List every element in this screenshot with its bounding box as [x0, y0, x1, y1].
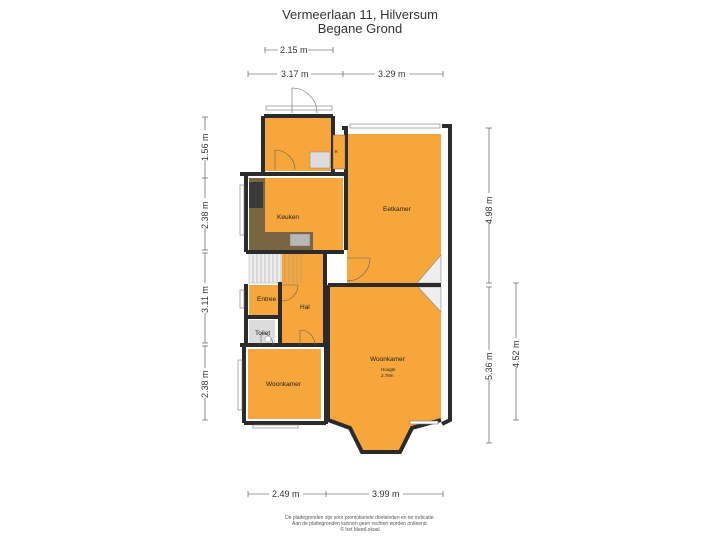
berging-appliance: [309, 151, 331, 169]
toilet-bowl: [264, 335, 272, 343]
kast: [332, 134, 346, 170]
doors: [260, 87, 371, 346]
room-label-keuken: Keuken: [277, 214, 299, 221]
room-label-entree: Entree: [257, 296, 277, 303]
dim-right-3: 4.52 m: [511, 340, 521, 368]
sink: [289, 233, 311, 247]
dim-top-right: 3.29 m: [378, 69, 406, 79]
room-height-label: Hoogte: [381, 367, 396, 372]
room-label-kast: K: [335, 149, 338, 154]
windows: [237, 105, 441, 429]
dim-left-4: 2.38 m: [200, 370, 210, 398]
walls: [240, 114, 452, 454]
disclaimer-line-2: Aan de plattegronden kunnen geen rechten…: [292, 521, 428, 527]
stove: [249, 182, 263, 208]
plan-address: Vermeerlaan 11, Hilversum: [282, 7, 438, 22]
dim-bottom-right: 3.99 m: [372, 489, 400, 499]
hal-fill: [282, 253, 325, 343]
woonkamer-side-fill: [248, 349, 321, 419]
stairs: [252, 253, 302, 283]
dim-top-small: 2.15 m: [280, 45, 308, 55]
disclaimer-line-3: © het MeetLokaal: [340, 527, 380, 533]
room-label-woonkamer-side: Woonkamer: [266, 381, 302, 388]
dim-left-3: 3.11 m: [200, 286, 210, 313]
entree-fill: [249, 285, 282, 315]
room-label-toilet: Toilet: [255, 330, 270, 337]
disclaimer: De plattegronden zijn voor promotionele …: [0, 515, 720, 533]
dim-top-left: 3.17 m: [281, 69, 309, 79]
woonkamer-main-fill: [328, 287, 441, 452]
room-label-hal: Hal: [300, 304, 310, 311]
disclaimer-line-1: De plattegronden zijn voor promotionele …: [285, 515, 435, 521]
dim-left-2: 2.38 m: [200, 201, 210, 229]
room-height-value: 2.76m: [381, 373, 394, 378]
plan-floor-name: Begane Grond: [317, 21, 403, 36]
dim-right-1: 4.98 m: [484, 196, 494, 224]
room-label-eetkamer: Eetkamer: [383, 206, 412, 213]
dim-right-2: 5.36 m: [484, 352, 494, 380]
room-label-woonkamer-main: Woonkamer: [370, 356, 406, 363]
dim-bottom-left: 2.49 m: [272, 489, 300, 499]
dim-left-1: 1.56 m: [200, 133, 210, 161]
